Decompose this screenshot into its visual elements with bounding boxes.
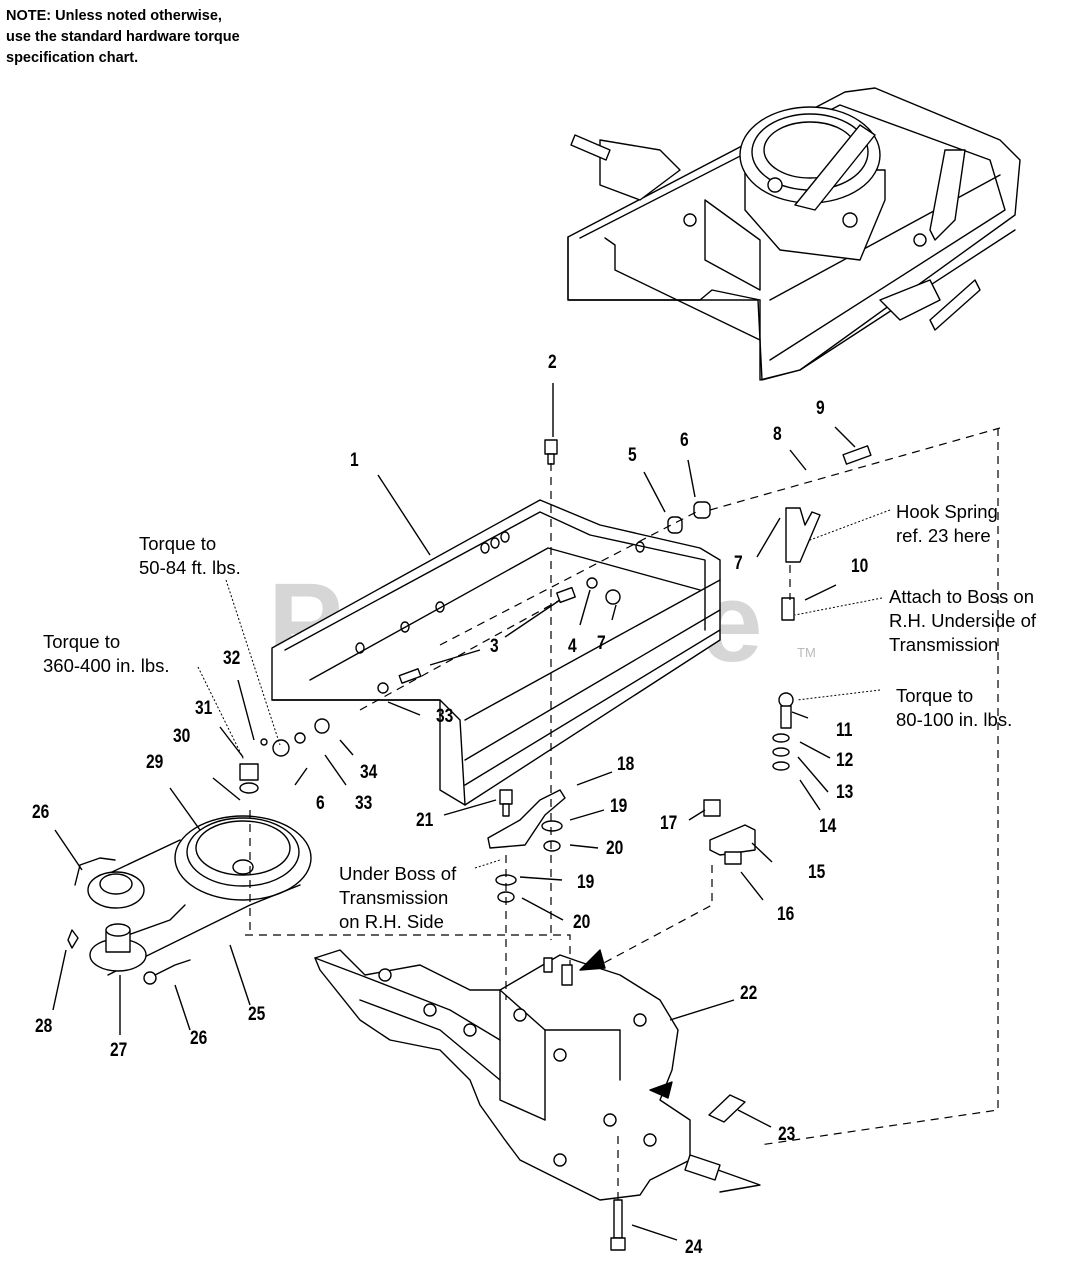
part-number-33[interactable]: 33: [355, 793, 373, 814]
callout-hook-spring: Hook Spring ref. 23 here: [896, 500, 998, 548]
part-number-2[interactable]: 2: [548, 352, 557, 373]
part-leaders: [52, 383, 856, 1241]
part-number-15[interactable]: 15: [808, 862, 826, 883]
callout-attach-boss: Attach to Boss on R.H. Underside of Tran…: [889, 585, 1036, 657]
part-number-16[interactable]: 16: [777, 904, 795, 925]
watermark-trademark: TM: [797, 645, 816, 660]
assembled-view: [567, 87, 1021, 381]
part-number-24[interactable]: 24: [685, 1237, 703, 1258]
callout-line: Torque to: [43, 631, 121, 652]
part-number-6[interactable]: 6: [680, 430, 689, 451]
part-number-30[interactable]: 30: [173, 726, 191, 747]
callout-line: Under Boss of: [339, 863, 457, 884]
callout-line: Torque to: [896, 685, 974, 706]
callout-line: Transmission: [339, 887, 449, 908]
part-number-10[interactable]: 10: [851, 556, 869, 577]
callout-torque-50-84: Torque to 50-84 ft. lbs.: [139, 532, 241, 580]
part-number-8[interactable]: 8: [773, 424, 782, 445]
part-number-34[interactable]: 34: [360, 762, 378, 783]
part-number-23[interactable]: 23: [778, 1124, 796, 1145]
part-number-12[interactable]: 12: [836, 750, 854, 771]
part-number-20[interactable]: 20: [573, 912, 591, 933]
part-number-13[interactable]: 13: [836, 782, 854, 803]
callout-line: Transmission: [889, 634, 999, 655]
part-number-4[interactable]: 4: [568, 636, 577, 657]
callout-line: Attach to Boss on: [889, 586, 1035, 607]
part-number-19[interactable]: 19: [610, 796, 628, 817]
part-number-33[interactable]: 33: [436, 706, 454, 727]
part-number-3[interactable]: 3: [490, 636, 499, 657]
part-number-1[interactable]: 1: [350, 450, 359, 471]
part-number-22[interactable]: 22: [740, 983, 758, 1004]
part-number-26[interactable]: 26: [190, 1028, 208, 1049]
callout-leaders: [197, 509, 891, 869]
part-number-26[interactable]: 26: [32, 802, 50, 823]
note-line: NOTE: Unless noted otherwise,: [6, 8, 222, 24]
callout-line: 360-400 in. lbs.: [43, 655, 170, 676]
part-number-32[interactable]: 32: [223, 648, 241, 669]
callout-torque-360-400: Torque to 360-400 in. lbs.: [43, 630, 170, 678]
callout-line: 50-84 ft. lbs.: [139, 557, 241, 578]
part-number-17[interactable]: 17: [660, 813, 678, 834]
callout-line: 80-100 in. lbs.: [896, 709, 1013, 730]
part-number-21[interactable]: 21: [416, 810, 434, 831]
part-number-29[interactable]: 29: [146, 752, 164, 773]
part-number-14[interactable]: 14: [819, 816, 837, 837]
assembly-lines: [245, 427, 1001, 1200]
note-line: use the standard hardware torque: [6, 29, 240, 45]
callout-torque-80-100: Torque to 80-100 in. lbs.: [896, 684, 1012, 732]
part-number-9[interactable]: 9: [816, 398, 825, 419]
frame-part-1: [271, 499, 721, 806]
note-line: specification chart.: [6, 50, 139, 66]
callout-line: R.H. Underside of: [889, 610, 1037, 631]
callout-line: Hook Spring: [896, 501, 998, 522]
part-number-28[interactable]: 28: [35, 1016, 53, 1037]
transmission-part-22: [314, 949, 761, 1201]
callout-line: on R.H. Side: [339, 911, 444, 932]
hardware: [239, 439, 872, 1251]
part-number-27[interactable]: 27: [110, 1040, 128, 1061]
callout-line: Torque to: [139, 533, 217, 554]
part-number-31[interactable]: 31: [195, 698, 213, 719]
hardware-torque-note: NOTE: Unless noted otherwise, use the st…: [6, 6, 306, 69]
part-number-7[interactable]: 7: [734, 553, 743, 574]
part-number-18[interactable]: 18: [617, 754, 635, 775]
callout-line: ref. 23 here: [896, 525, 991, 546]
part-number-20[interactable]: 20: [606, 838, 624, 859]
part-number-25[interactable]: 25: [248, 1004, 266, 1025]
pulley-belt-assembly: [67, 815, 312, 985]
part-number-11[interactable]: 11: [836, 720, 853, 741]
part-number-5[interactable]: 5: [628, 445, 637, 466]
part-number-6[interactable]: 6: [316, 793, 325, 814]
callout-under-boss: Under Boss of Transmission on R.H. Side: [339, 862, 456, 934]
part-number-7[interactable]: 7: [597, 633, 606, 654]
part-number-19[interactable]: 19: [577, 872, 595, 893]
